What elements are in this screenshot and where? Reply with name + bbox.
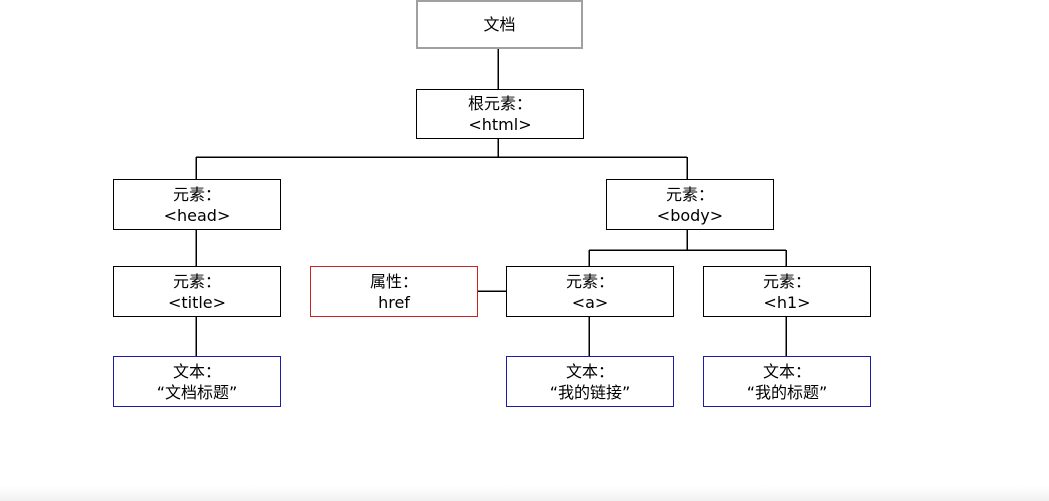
- node-text-value: “我的链接”: [549, 382, 631, 402]
- node-type-label: 元素：: [565, 271, 614, 291]
- bottom-edge-strip: [0, 486, 1049, 501]
- node-type-label: 属性：: [369, 271, 418, 291]
- node-type-label: 元素：: [172, 184, 221, 204]
- node-tag-label: <h1>: [763, 292, 811, 312]
- node-attr-label: href: [378, 292, 410, 312]
- head-element-node: 元素： <head>: [113, 179, 281, 230]
- node-tag-label: <a>: [571, 292, 609, 312]
- document-node: 文档: [416, 0, 583, 49]
- node-type-label: 元素：: [172, 271, 221, 291]
- heading-text-node: 文本： “我的标题”: [703, 356, 871, 407]
- a-element-node: 元素： <a>: [506, 266, 674, 317]
- node-label: 文档: [483, 15, 516, 34]
- link-text-node: 文本： “我的链接”: [506, 356, 674, 407]
- node-tag-label: <title>: [167, 292, 227, 312]
- node-type-label: 文本：: [172, 361, 221, 381]
- body-element-node: 元素： <body>: [606, 179, 774, 230]
- html-root-element-node: 根元素： <html>: [416, 89, 584, 139]
- node-type-label: 文本：: [762, 361, 811, 381]
- href-attribute-node: 属性： href: [310, 266, 478, 317]
- node-type-label: 元素：: [762, 271, 811, 291]
- node-text-value: “文档标题”: [156, 382, 238, 402]
- title-element-node: 元素： <title>: [113, 266, 281, 317]
- node-tag-label: <body>: [656, 205, 724, 225]
- title-text-node: 文本： “文档标题”: [113, 356, 281, 407]
- node-type-label: 元素：: [665, 184, 714, 204]
- node-text-value: “我的标题”: [746, 382, 828, 402]
- node-type-label: 文本：: [565, 361, 614, 381]
- node-tag-label: <head>: [163, 205, 231, 225]
- node-tag-label: <html>: [468, 115, 532, 134]
- node-type-label: 根元素：: [467, 94, 532, 113]
- h1-element-node: 元素： <h1>: [703, 266, 871, 317]
